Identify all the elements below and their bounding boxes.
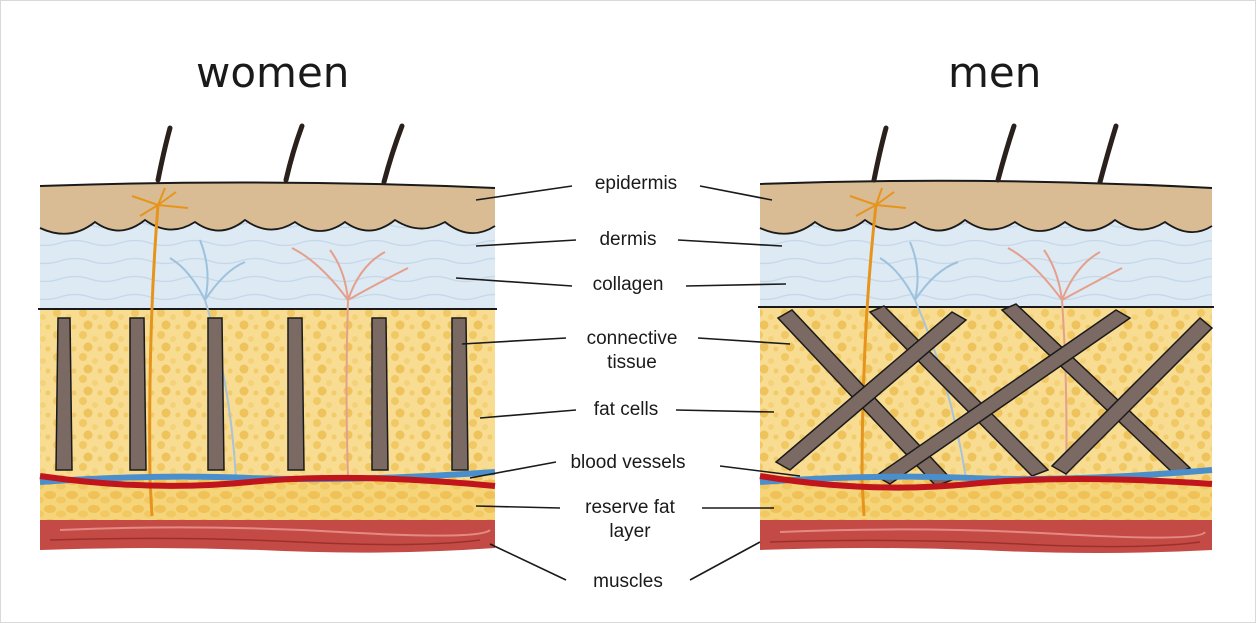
men-muscle-layer (760, 518, 1212, 553)
men-connective-tissue (774, 303, 1214, 487)
women-epidermis-layer (40, 182, 495, 234)
women-dermis-layer (40, 222, 495, 310)
label-epidermis: epidermis (594, 173, 678, 194)
leader-lines (455, 185, 801, 581)
men-title: men (948, 48, 1042, 97)
men-vein (759, 467, 1213, 485)
women-artery (39, 473, 496, 489)
women-title: women (196, 48, 350, 97)
women-connective-tissue (55, 317, 469, 471)
label-connective-tissue: connective tissue (586, 328, 678, 373)
women-fat-cells-layer (40, 308, 495, 480)
label-collagen: collagen (592, 274, 664, 295)
men-skin-section (758, 123, 1214, 553)
men-epidermis-layer (760, 180, 1212, 234)
label-muscles: muscles (593, 571, 663, 592)
men-artery (759, 473, 1213, 491)
women-muscle-layer (40, 517, 495, 553)
label-reserve-fat-layer: reserve fat layer (585, 497, 675, 542)
women-skin-section (38, 123, 497, 553)
label-blood-vessels: blood vessels (570, 452, 686, 473)
men-dermis-layer (760, 222, 1212, 308)
label-fat-cells: fat cells (593, 399, 659, 420)
label-dermis: dermis (599, 229, 657, 250)
